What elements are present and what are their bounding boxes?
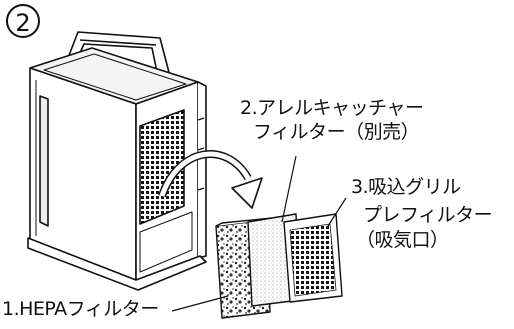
leader-lines bbox=[171, 155, 347, 312]
grille-label-line1: 3.吸込グリル bbox=[351, 176, 461, 198]
allergen-filter-label-line2: フィルター（別売） bbox=[253, 121, 420, 143]
air-purifier-body bbox=[27, 31, 207, 291]
allergen-filter-label-line1: 2.アレルキャッチャー bbox=[240, 97, 424, 119]
hepa-filter-label: 1.HEPAフィルター bbox=[2, 298, 159, 320]
step-number-circle: 2 bbox=[6, 4, 40, 38]
grille-label-line2: プレフィルター bbox=[363, 204, 493, 226]
filter-stack bbox=[215, 213, 343, 319]
grille-label-line3: （吸気口） bbox=[356, 229, 449, 251]
removal-arrow bbox=[158, 150, 263, 209]
